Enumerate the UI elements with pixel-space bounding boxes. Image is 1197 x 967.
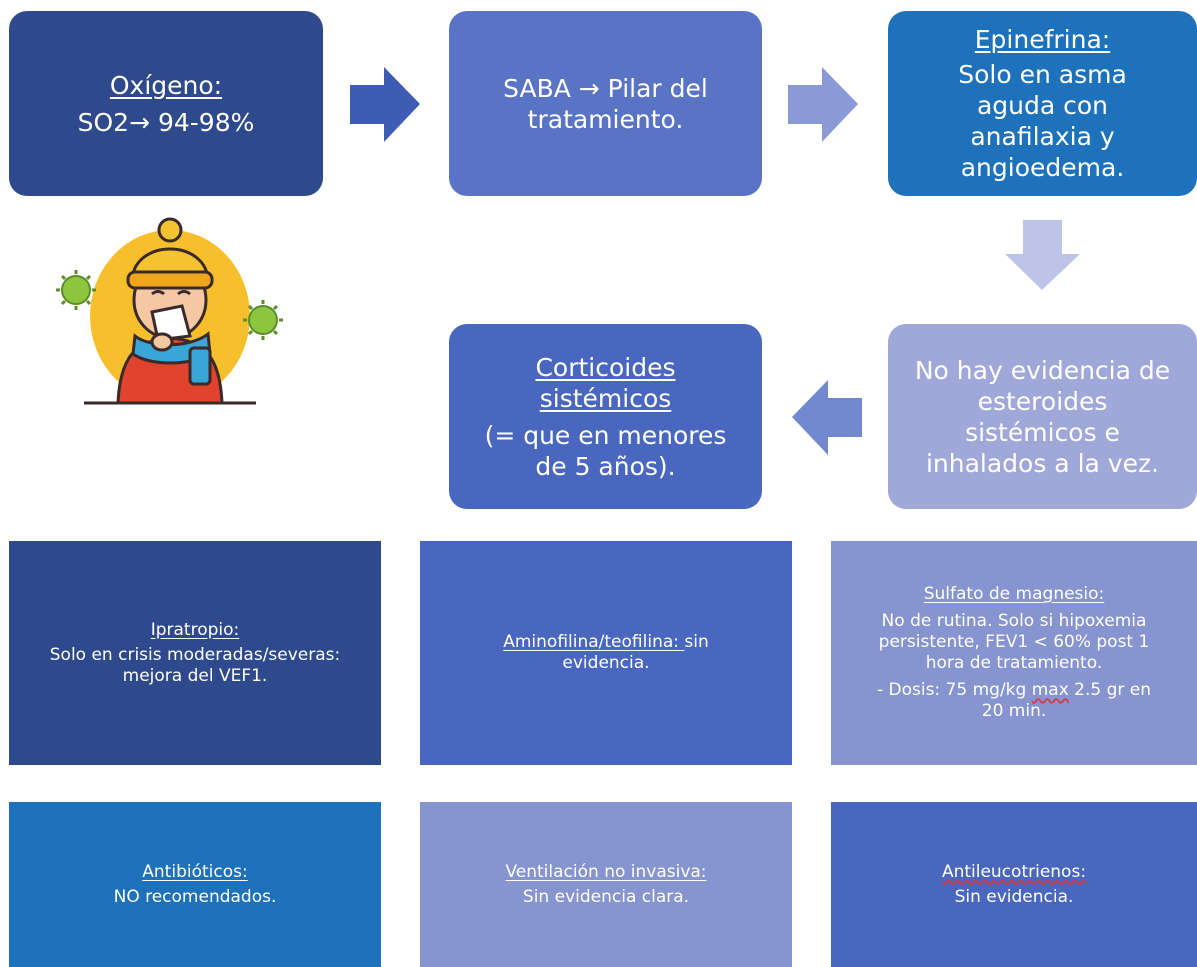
- epinefrina-line: aguda con: [976, 91, 1109, 120]
- antibioticos-title: Antibióticos:: [142, 861, 248, 882]
- antileucotrienos-text: Sin evidencia.: [954, 886, 1074, 907]
- corticoides-box: Corticoides sistémicos (= que en menores…: [449, 324, 762, 509]
- arrow-down-icon: [1005, 220, 1080, 290]
- saba-box: SABA → Pilar del tratamiento.: [449, 11, 762, 196]
- virus-icon: [243, 300, 283, 340]
- ventilacion-text: Sin evidencia clara.: [522, 886, 690, 907]
- magnesio-title: Sulfato de magnesio:: [923, 584, 1105, 604]
- magnesio-dose-line2: 20 min.: [981, 701, 1047, 721]
- oxigeno-title: Oxígeno:: [109, 70, 223, 100]
- corticoides-title: sistémicos: [539, 383, 672, 413]
- corticoides-title: Corticoides: [535, 352, 676, 382]
- corticoides-line: (= que en menores: [484, 420, 727, 450]
- sick-person-illustration: [56, 217, 283, 405]
- magnesio-dose-post: 2.5 gr en: [1068, 680, 1152, 700]
- arrow-right-icon: [350, 67, 420, 142]
- evidencia-box: No hay evidencia de esteroides sistémico…: [888, 324, 1197, 509]
- ipratropio-line: Solo en crisis moderadas/severas:: [49, 644, 341, 665]
- saba-line2: tratamiento.: [527, 104, 684, 134]
- ventilacion-title: Ventilación no invasiva:: [505, 861, 707, 882]
- virus-icon: [56, 270, 96, 310]
- arrow-right-icon: [788, 67, 858, 142]
- magnesio-line: No de rutina. Solo si hipoxemia: [881, 611, 1147, 631]
- arrow-left-icon: [792, 380, 862, 455]
- aminofilina-text: evidencia.: [562, 653, 650, 673]
- antileucotrienos-card: Antileucotrienos: Sin evidencia.: [831, 802, 1197, 967]
- magnesio-card: Sulfato de magnesio: No de rutina. Solo …: [831, 541, 1197, 765]
- evidencia-line: sistémicos e: [965, 417, 1120, 447]
- antileucotrienos-title: Antileucotrienos:: [941, 861, 1087, 882]
- magnesio-dose-pre: - Dosis: 75 mg/kg: [876, 680, 1032, 700]
- magnesio-dose: - Dosis: 75 mg/kg max 2.5 gr en: [877, 680, 1151, 701]
- evidencia-line: inhalados a la vez.: [925, 448, 1160, 478]
- epinefrina-line: Solo en asma: [958, 60, 1127, 89]
- epinefrina-line: anafilaxia y: [970, 122, 1115, 151]
- ipratropio-card: Ipratropio: Solo en crisis moderadas/sev…: [9, 541, 381, 765]
- oxigeno-text: SO2→ 94-98%: [77, 107, 255, 137]
- antibioticos-text: NO recomendados.: [113, 886, 277, 907]
- aminofilina-text: sin: [684, 632, 709, 652]
- epinefrina-box: Epinefrina: Solo en asma aguda con anafi…: [888, 11, 1197, 196]
- aminofilina-card: Aminofilina/teofilina: sin evidencia.: [420, 541, 792, 765]
- epinefrina-line: angioedema.: [960, 153, 1125, 182]
- epinefrina-title: Epinefrina:: [974, 25, 1111, 54]
- antibioticos-card: Antibióticos: NO recomendados.: [9, 802, 381, 967]
- oxigeno-box: Oxígeno: SO2→ 94-98%: [9, 11, 323, 196]
- saba-line1: SABA → Pilar del: [503, 73, 708, 103]
- corticoides-line: de 5 años).: [535, 451, 676, 481]
- aminofilina-title: Aminofilina/teofilina:: [503, 632, 685, 652]
- ipratropio-line: mejora del VEF1.: [122, 665, 268, 686]
- evidencia-line: No hay evidencia de: [914, 355, 1171, 385]
- ventilacion-card: Ventilación no invasiva: Sin evidencia c…: [420, 802, 792, 967]
- magnesio-line: persistente, FEV1 < 60% post 1: [878, 632, 1150, 652]
- magnesio-dose-max: max: [1031, 680, 1069, 700]
- aminofilina-line: Aminofilina/teofilina: sin: [503, 632, 709, 653]
- ipratropio-title: Ipratropio:: [150, 619, 240, 640]
- evidencia-line: esteroides: [977, 386, 1108, 416]
- magnesio-line: hora de tratamiento.: [925, 653, 1103, 673]
